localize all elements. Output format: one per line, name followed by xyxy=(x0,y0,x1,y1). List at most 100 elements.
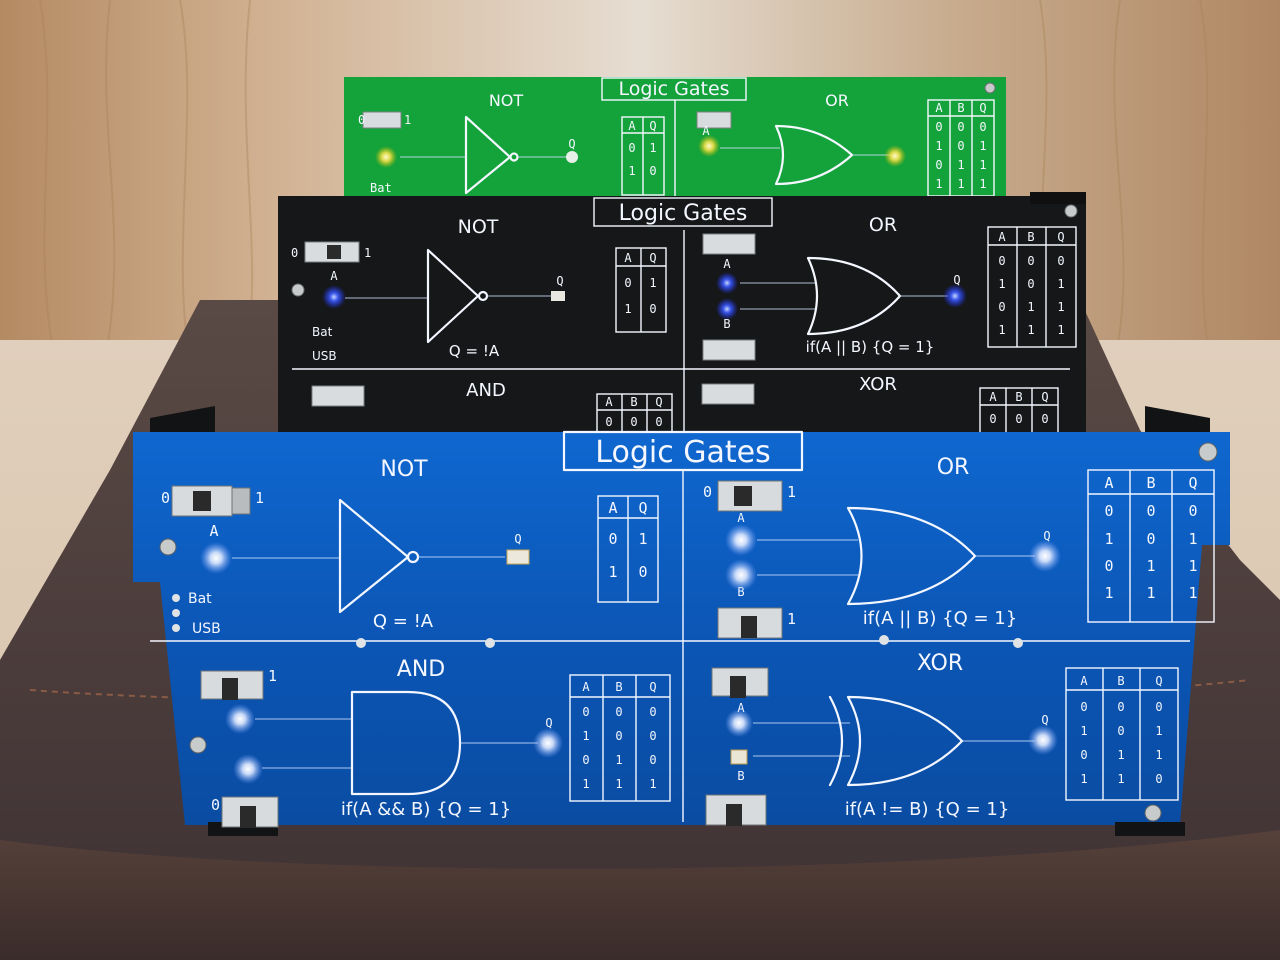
blue-via xyxy=(485,638,495,648)
blue-and-cell: 0 xyxy=(582,753,589,767)
blue-or-output: Q xyxy=(1043,529,1050,543)
blue-xor-cell: 1 xyxy=(1117,748,1124,762)
blue-or-input-b: B xyxy=(737,585,744,599)
blue-and-switch-b-off: 0 xyxy=(211,796,220,814)
green-or-label: OR xyxy=(825,91,849,110)
blue-or-switch-b-knob[interactable] xyxy=(741,616,757,638)
black-xor-cell: 0 xyxy=(989,412,996,426)
blue-and-switch-a-knob[interactable] xyxy=(222,678,238,700)
black-not-switch-knob[interactable] xyxy=(327,245,341,259)
green-led-q xyxy=(566,151,578,163)
blue-or-cell: 0 xyxy=(1146,530,1155,548)
black-not-led-a xyxy=(322,285,346,309)
stand-foot-right xyxy=(1115,822,1185,836)
blue-and-th: B xyxy=(615,680,622,694)
blue-xor-cell: 0 xyxy=(1117,700,1124,714)
black-usb-label: USB xyxy=(312,349,337,363)
blue-or-input-a: A xyxy=(737,511,745,525)
blue-or-switch-off: 0 xyxy=(703,483,712,501)
blue-or-cell: 0 xyxy=(1104,502,1113,520)
black-or-switch-b[interactable] xyxy=(702,339,756,361)
black-not-th: A xyxy=(624,251,632,265)
blue-xor-cell: 1 xyxy=(1155,724,1162,738)
black-title-box xyxy=(593,197,773,227)
black-or-cell: 1 xyxy=(1027,323,1034,337)
black-or-cell: 1 xyxy=(1057,277,1064,291)
black-not-cell: 0 xyxy=(624,276,631,290)
black-or-cell: 0 xyxy=(1027,254,1034,268)
black-pcb xyxy=(278,196,1086,436)
blue-title: Logic Gates xyxy=(595,435,770,470)
blue-via xyxy=(1013,638,1023,648)
blue-xor-led-a xyxy=(725,709,753,737)
blue-bat-pad xyxy=(172,594,180,602)
blue-not-cell: 0 xyxy=(638,563,647,581)
green-or-switch-a[interactable] xyxy=(696,111,732,129)
blue-and-th: Q xyxy=(649,680,656,694)
black-or-cell: 1 xyxy=(1027,300,1034,314)
black-or-led-b xyxy=(716,298,738,320)
blue-and-cell: 0 xyxy=(649,753,656,767)
blue-xor-input-b: B xyxy=(737,769,744,783)
blue-or-led-b xyxy=(725,559,757,591)
blue-not-label: NOT xyxy=(380,457,428,482)
black-and-switch[interactable] xyxy=(311,385,365,407)
green-or-led-q xyxy=(884,145,906,167)
blue-xor-input-a: A xyxy=(737,701,745,715)
stand-left xyxy=(150,406,215,432)
blue-or-cell: 1 xyxy=(1104,530,1113,548)
blue-xor-switch-a-knob[interactable] xyxy=(730,676,746,698)
black-or-switch-a[interactable] xyxy=(702,233,756,255)
black-or-cell: 0 xyxy=(1027,277,1034,291)
green-bat-label: Bat xyxy=(370,181,392,195)
blue-or-gate xyxy=(846,506,977,606)
blue-not-table: A Q 0 1 1 0 xyxy=(597,495,659,603)
black-xor-switch[interactable] xyxy=(701,383,755,405)
blue-not-gate xyxy=(338,498,410,614)
black-or-cell: 1 xyxy=(1057,323,1064,337)
black-xor-label: XOR xyxy=(859,374,897,395)
black-not-table: A Q 0 1 1 0 xyxy=(615,247,667,333)
blue-and-switch-b-knob[interactable] xyxy=(240,806,256,828)
black-not-equation: Q = !A xyxy=(449,342,500,360)
green-not-cell: 1 xyxy=(628,164,635,178)
black-not-cell: 1 xyxy=(624,302,631,316)
blue-xor-output: Q xyxy=(1041,713,1048,727)
blue-via xyxy=(879,635,889,645)
green-switch-a[interactable] xyxy=(362,111,402,129)
blue-or-cell: 1 xyxy=(1188,530,1197,548)
blue-xor-cell: 0 xyxy=(1117,724,1124,738)
green-or-cell: 1 xyxy=(935,139,942,153)
green-or-cell: 1 xyxy=(957,177,964,191)
green-or-cell: 0 xyxy=(957,139,964,153)
blue-xor-led-q xyxy=(1028,725,1058,755)
blue-not-cell: 1 xyxy=(638,530,647,548)
black-or-output: Q xyxy=(953,273,960,287)
leather-pad-edge xyxy=(0,830,1280,960)
black-and-th: Q xyxy=(655,395,662,409)
blue-xor-gate-arc xyxy=(828,695,844,787)
blue-or-switch-a-knob[interactable] xyxy=(734,486,752,506)
black-not-gate xyxy=(426,248,480,344)
blue-screw-bottom-right xyxy=(1144,804,1162,822)
blue-xor-switch-b-knob[interactable] xyxy=(726,804,742,826)
blue-or-led-a xyxy=(725,524,757,556)
blue-or-cell: 1 xyxy=(1146,557,1155,575)
blue-via xyxy=(356,638,366,648)
black-or-label: OR xyxy=(869,214,897,236)
green-not-cell: 0 xyxy=(649,164,656,178)
blue-screw-top-right xyxy=(1198,442,1218,462)
wall-grain xyxy=(39,0,1211,361)
blue-not-switch-knob[interactable] xyxy=(193,491,211,511)
blue-or-cell: 0 xyxy=(1188,502,1197,520)
blue-and-switch-on: 1 xyxy=(268,667,277,685)
black-title: Logic Gates xyxy=(619,201,748,226)
black-or-cell: 0 xyxy=(1057,254,1064,268)
green-led-a xyxy=(375,146,397,168)
blue-and-cell: 1 xyxy=(582,729,589,743)
blue-or-led-q xyxy=(1029,540,1061,572)
blue-xor-cell: 0 xyxy=(1155,700,1162,714)
black-or-table: A B Q 0 0 0 1 0 1 0 1 1 1 1 1 xyxy=(987,226,1077,348)
blue-and-cell: 1 xyxy=(615,753,622,767)
